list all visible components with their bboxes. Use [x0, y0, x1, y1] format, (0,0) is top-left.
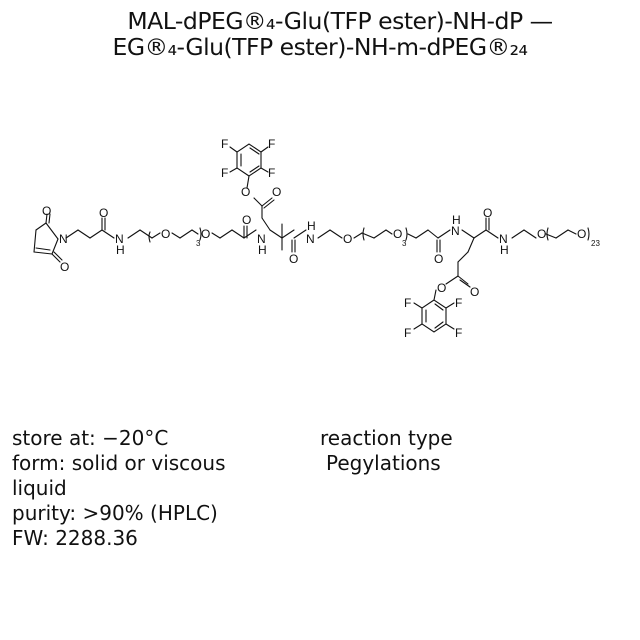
svg-text:O: O — [437, 281, 446, 295]
svg-text:F: F — [404, 326, 411, 340]
svg-text:H: H — [307, 219, 316, 233]
storage-temperature: store at: −20°C — [12, 426, 169, 450]
svg-text:O: O — [60, 260, 69, 274]
product-properties: store at: −20°C form: solid or viscous l… — [12, 426, 226, 551]
reaction-info: reaction type Pegylations — [320, 426, 453, 476]
svg-text:N: N — [257, 232, 266, 246]
svg-text:F: F — [455, 296, 462, 310]
svg-text:O: O — [201, 227, 210, 241]
formula-weight: FW: 2288.36 — [12, 526, 138, 550]
svg-text:F: F — [268, 166, 275, 180]
svg-text:3: 3 — [196, 239, 201, 248]
reaction-type-label: reaction type — [320, 426, 453, 450]
svg-text:F: F — [404, 296, 411, 310]
svg-text:N: N — [499, 232, 508, 246]
svg-text:H: H — [500, 243, 509, 257]
svg-text:H: H — [452, 213, 461, 227]
svg-text:H: H — [116, 243, 125, 257]
molecule-diagram: O N O O N H O 3 O O N H O N H O O F F F … — [33, 137, 600, 340]
svg-text:H: H — [258, 243, 267, 257]
svg-text:O: O — [241, 185, 250, 199]
svg-text:O: O — [483, 206, 492, 220]
purity: purity: >90% (HPLC) — [12, 501, 218, 525]
svg-text:23: 23 — [591, 239, 600, 248]
svg-text:O: O — [242, 213, 251, 227]
title-line-2: EG®₄-Glu(TFP ester)-NH-m-dPEG®₂₄ — [112, 33, 528, 61]
chemical-structure: O N O O N H O 3 O O N H O N H O O F F F … — [0, 100, 640, 360]
svg-text:O: O — [434, 252, 443, 266]
svg-text:O: O — [289, 252, 298, 266]
svg-text:F: F — [455, 326, 462, 340]
svg-text:O: O — [537, 227, 546, 241]
svg-text:O: O — [577, 227, 586, 241]
form-line-1: form: solid or viscous — [12, 451, 226, 475]
title-line-1: MAL-dPEG®₄-Glu(TFP ester)-NH-dP — — [127, 7, 553, 35]
svg-text:O: O — [470, 285, 479, 299]
svg-text:N: N — [115, 232, 124, 246]
form-line-2: liquid — [12, 476, 67, 500]
svg-text:N: N — [451, 224, 460, 238]
atom-labels: O N O O N H O 3 O O N H O N H O O F F F … — [42, 137, 600, 340]
svg-text:O: O — [161, 227, 170, 241]
svg-text:O: O — [99, 206, 108, 220]
svg-text:N: N — [306, 232, 315, 246]
svg-text:O: O — [42, 204, 51, 218]
svg-text:O: O — [343, 232, 352, 246]
reaction-type-value: Pegylations — [326, 451, 441, 475]
svg-text:O: O — [272, 185, 281, 199]
svg-text:N: N — [59, 232, 68, 246]
svg-text:F: F — [268, 137, 275, 151]
svg-text:O: O — [393, 227, 402, 241]
svg-text:F: F — [221, 137, 228, 151]
svg-text:F: F — [221, 166, 228, 180]
svg-text:3: 3 — [402, 239, 407, 248]
product-title: MAL-dPEG®₄-Glu(TFP ester)-NH-dP — EG®₄-G… — [0, 8, 640, 60]
